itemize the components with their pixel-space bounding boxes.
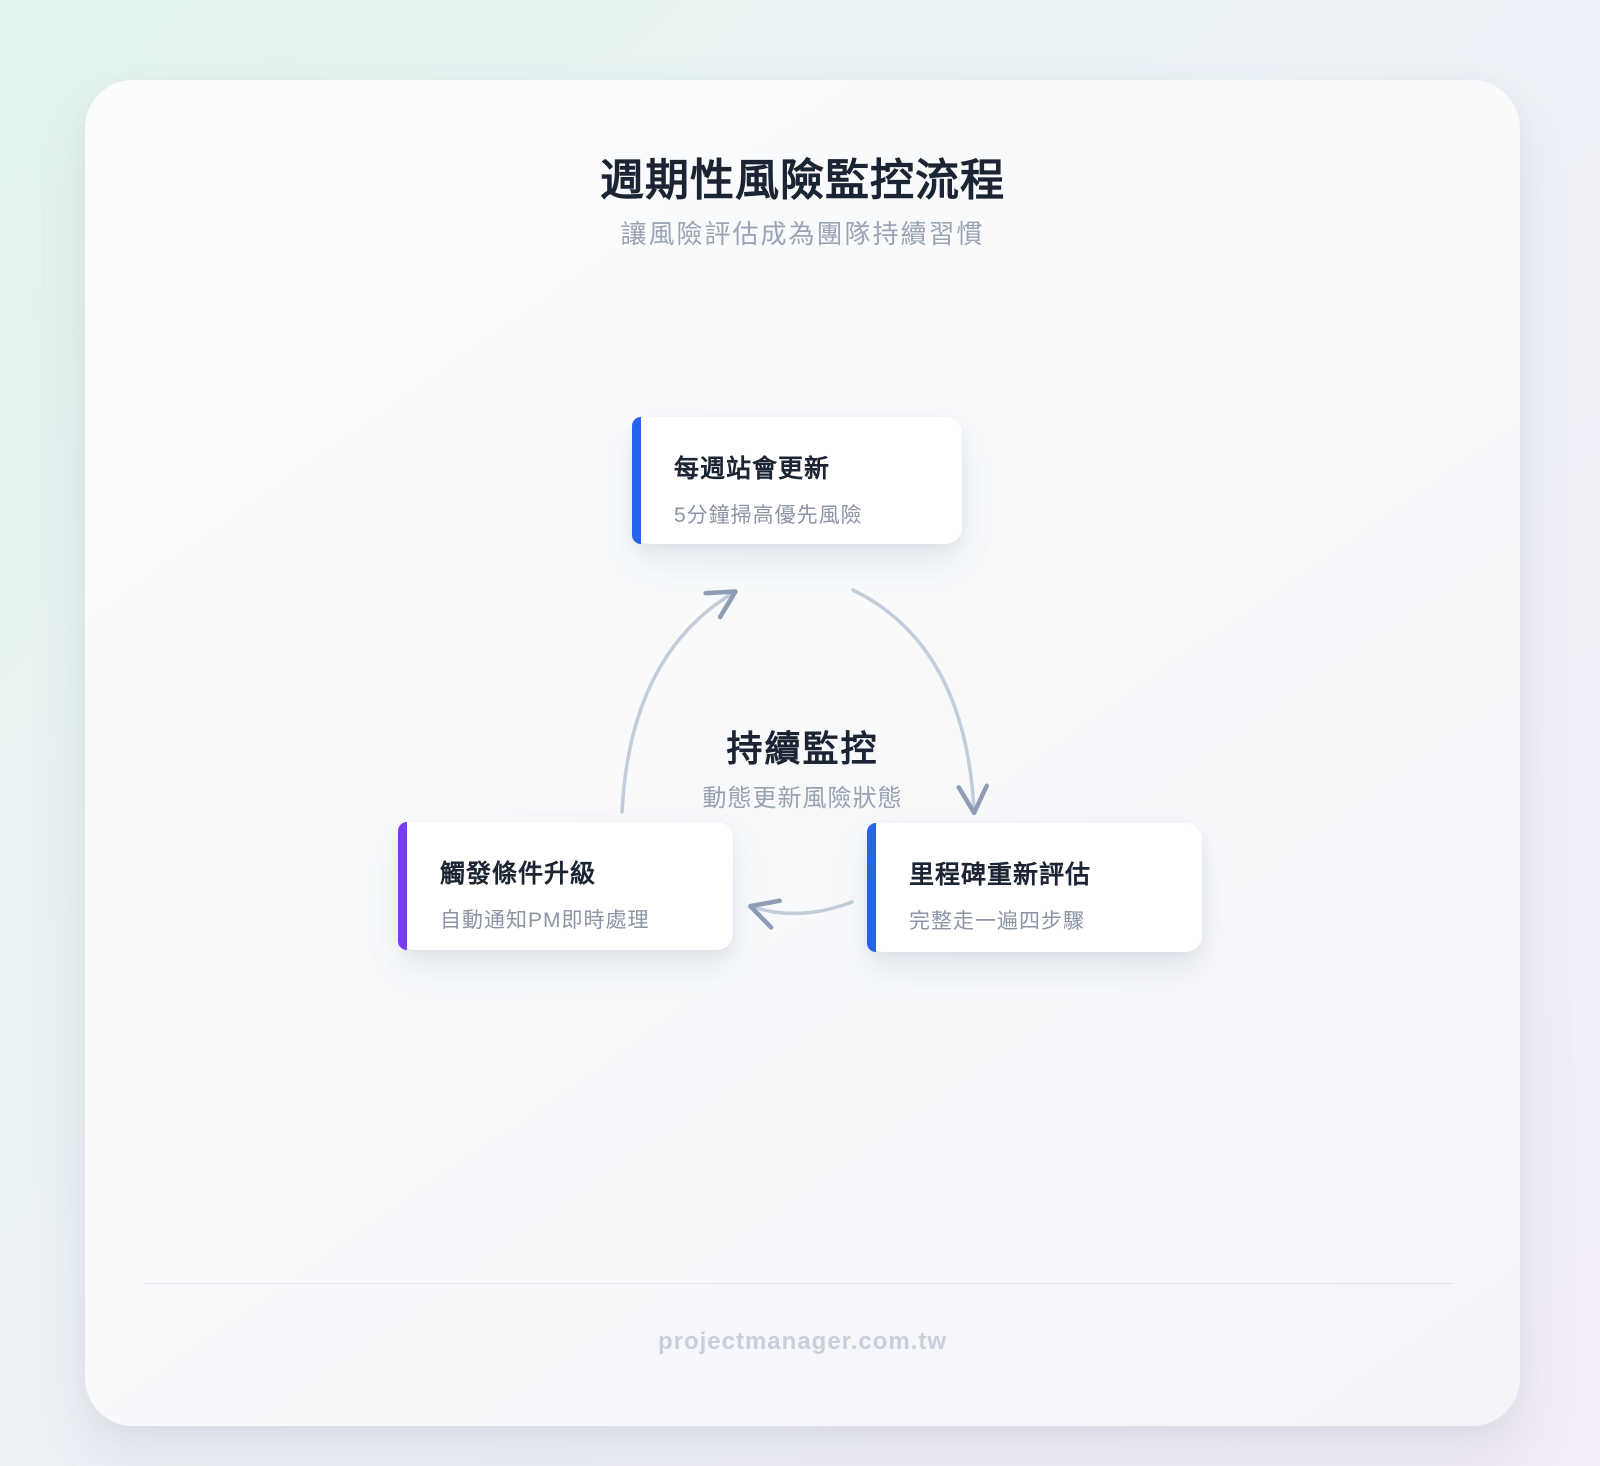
footer-divider [145,1283,1453,1284]
footer-watermark: projectmanager.com.tw [657,1328,948,1355]
node-description: 自動通知PM即時處理 [440,909,650,932]
node-description: 完整走一遍四步驟 [909,910,1085,933]
node-accent-bar [398,822,407,950]
page-subtitle: 讓風險評估成為團隊持續習慣 [620,219,985,249]
arrow-left-to-top [620,589,738,814]
arrow-top-to-right [851,588,989,816]
cycle-center-subtitle: 動態更新風險狀態 [702,785,903,812]
node-title: 觸發條件升級 [440,860,597,888]
node-accent-bar [632,417,641,544]
cycle-arrows [620,588,989,930]
cycle-diagram: 持續監控 動態更新風險狀態 每週站會更新 5分鐘掃高優先風險 里程碑重新評估 完… [85,80,1520,1426]
cycle-node-milestone-reassess: 里程碑重新評估 完整走一遍四步驟 [867,823,1202,952]
arrow-right-to-left [748,898,854,930]
node-description: 5分鐘掃高優先風險 [674,504,863,527]
node-title: 每週站會更新 [674,455,831,483]
page-title: 週期性風險監控流程 [600,156,1005,205]
node-title: 里程碑重新評估 [909,861,1092,889]
cycle-center-title: 持續監控 [726,728,879,769]
cycle-node-trigger-escalation: 觸發條件升級 自動通知PM即時處理 [398,822,733,950]
node-accent-bar [867,823,876,952]
cycle-node-weekly-standup: 每週站會更新 5分鐘掃高優先風險 [632,417,962,544]
main-panel: 週期性風險監控流程 讓風險評估成為團隊持續習慣 持續監控 動態更新風險狀態 每週… [85,80,1520,1426]
